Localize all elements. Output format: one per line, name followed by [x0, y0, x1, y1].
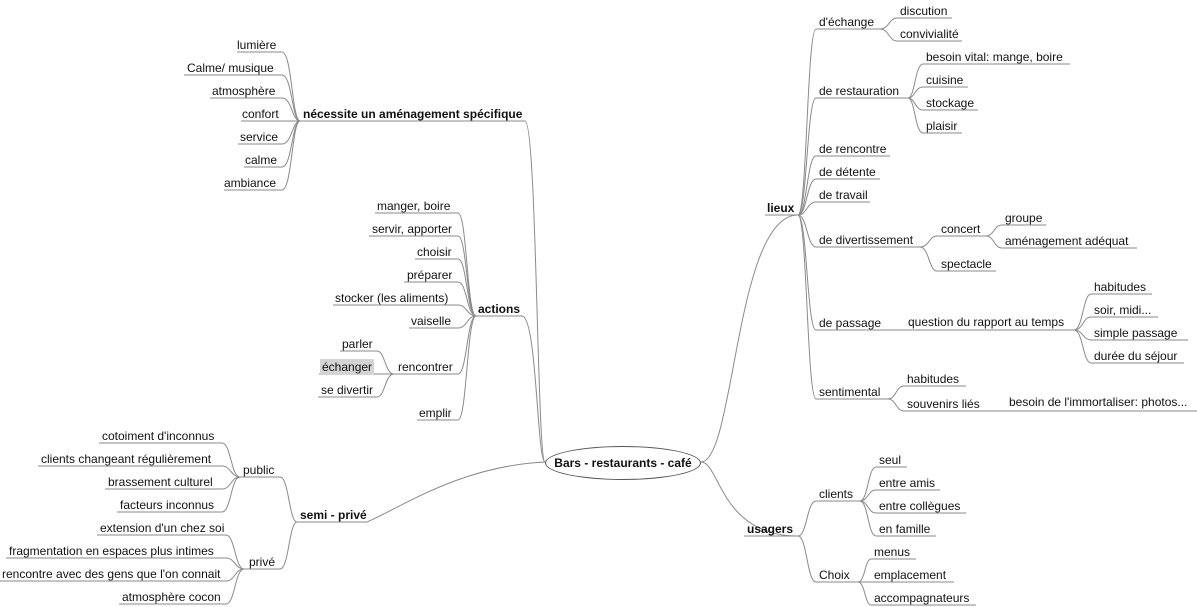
node-stockage[interactable]: stockage: [926, 96, 975, 110]
node-simple-passage[interactable]: simple passage: [1094, 326, 1178, 340]
branch-necessite[interactable]: nécessite un aménagement spécifique: [303, 107, 523, 121]
node-lumiere[interactable]: lumière: [237, 38, 277, 52]
node-de-passage[interactable]: de passage: [819, 316, 882, 330]
node-de-divertissement[interactable]: de divertissement: [819, 233, 914, 247]
root-node[interactable]: Bars - restaurants - café: [545, 446, 701, 480]
node-cotoiment[interactable]: cotoiment d'inconnus: [102, 429, 215, 443]
node-groupe[interactable]: groupe: [1005, 211, 1043, 225]
node-convivialite[interactable]: convivialité: [900, 27, 959, 41]
node-cuisine[interactable]: cuisine: [926, 73, 964, 87]
node-calme-musique[interactable]: Calme/ musique: [187, 61, 274, 75]
node-amenagement-adequat[interactable]: aménagement adéquat: [1005, 234, 1129, 248]
node-plaisir[interactable]: plaisir: [926, 119, 958, 133]
node-fragmentation[interactable]: fragmentation en espaces plus intimes: [9, 544, 214, 558]
node-de-rencontre[interactable]: de rencontre: [819, 142, 887, 156]
node-prive[interactable]: privé: [249, 555, 276, 569]
node-de-travail[interactable]: de travail: [819, 188, 868, 202]
node-choix[interactable]: Choix: [819, 568, 850, 582]
node-calme[interactable]: calme: [245, 153, 278, 167]
node-de-restauration[interactable]: de restauration: [819, 84, 900, 98]
node-ambiance[interactable]: ambiance: [224, 176, 277, 190]
node-entre-amis[interactable]: entre amis: [879, 476, 936, 490]
node-echanger[interactable]: échanger: [320, 359, 375, 375]
node-atmosphere[interactable]: atmosphère: [212, 84, 276, 98]
node-besoin-immortaliser[interactable]: besoin de l'immortaliser: photos...: [1009, 395, 1188, 409]
node-rencontrer[interactable]: rencontrer: [398, 360, 453, 374]
node-question-rapport-temps[interactable]: question du rapport au temps: [908, 315, 1065, 329]
node-besoin-vital[interactable]: besoin vital: mange, boire: [926, 50, 1063, 64]
branch-semi-prive[interactable]: semi - privé: [300, 508, 367, 522]
root-label: Bars - restaurants - café: [554, 456, 692, 470]
node-clients[interactable]: clients: [819, 487, 854, 501]
node-service[interactable]: service: [240, 130, 279, 144]
node-accompagnateurs[interactable]: accompagnateurs: [874, 591, 970, 605]
node-se-divertir[interactable]: se divertir: [321, 383, 374, 397]
node-rencontre-gens[interactable]: rencontre avec des gens que l'on connait: [2, 567, 221, 581]
node-preparer[interactable]: préparer: [407, 268, 453, 282]
node-clients-changeant[interactable]: clients changeant régulièrement: [41, 452, 212, 466]
node-extension[interactable]: extension d'un chez soi: [100, 521, 225, 535]
node-spectacle[interactable]: spectacle: [941, 257, 992, 271]
node-en-famille[interactable]: en famille: [879, 522, 931, 536]
node-menus[interactable]: menus: [874, 545, 911, 559]
node-d-echange[interactable]: d'échange: [819, 15, 875, 29]
branch-lieux[interactable]: lieux: [767, 201, 795, 215]
node-de-detente[interactable]: de détente: [819, 165, 876, 179]
node-facteurs-inconnus[interactable]: facteurs inconnus: [120, 498, 215, 512]
node-seul[interactable]: seul: [879, 453, 902, 467]
node-atmosphere-cocon[interactable]: atmosphère cocon: [122, 590, 221, 604]
node-concert[interactable]: concert: [941, 222, 981, 236]
node-vaiselle[interactable]: vaiselle: [411, 314, 452, 328]
node-confort[interactable]: confort: [242, 107, 279, 121]
node-servir-apporter[interactable]: servir, apporter: [372, 222, 453, 236]
branch-usagers[interactable]: usagers: [747, 522, 794, 536]
node-choisir[interactable]: choisir: [417, 245, 452, 259]
node-soir-midi[interactable]: soir, midi...: [1094, 303, 1152, 317]
node-souvenirs-lies[interactable]: souvenirs liés: [907, 397, 980, 411]
node-manger-boire[interactable]: manger, boire: [377, 199, 451, 213]
node-emplacement[interactable]: emplacement: [874, 568, 947, 582]
node-duree-sejour[interactable]: durée du séjour: [1094, 349, 1178, 363]
node-emplir[interactable]: emplir: [419, 406, 452, 420]
node-sentimental[interactable]: sentimental: [819, 385, 881, 399]
node-discution[interactable]: discution: [900, 4, 948, 18]
node-public[interactable]: public: [243, 463, 275, 477]
node-brassement[interactable]: brassement culturel: [108, 475, 213, 489]
node-habitudes-passage[interactable]: habitudes: [1094, 280, 1147, 294]
branch-actions[interactable]: actions: [478, 302, 521, 316]
node-habitudes-sentimental[interactable]: habitudes: [907, 372, 960, 386]
node-stocker[interactable]: stocker (les aliments): [335, 291, 449, 305]
node-parler[interactable]: parler: [342, 337, 373, 351]
node-entre-collegues[interactable]: entre collègues: [879, 499, 961, 513]
